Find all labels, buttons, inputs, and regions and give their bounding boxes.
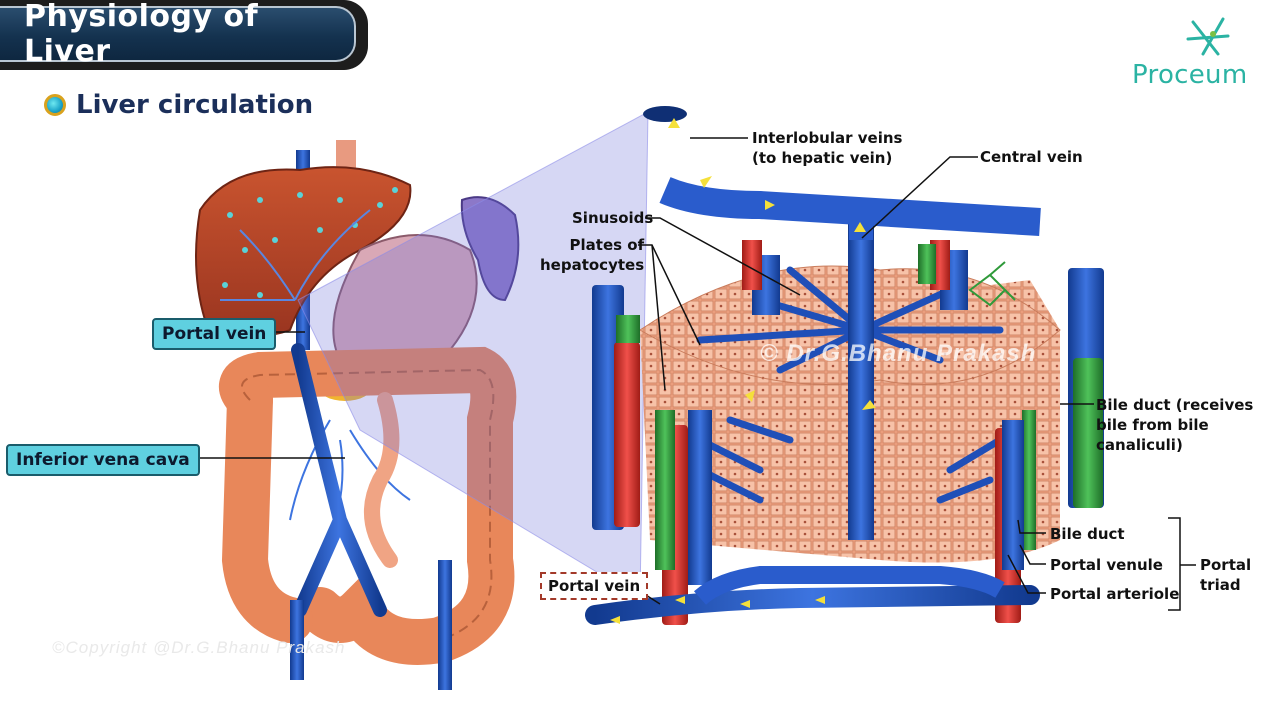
bullet-icon — [44, 94, 66, 116]
label-portal-venule: Portal venule — [1050, 556, 1163, 574]
label-portal-vein: Portal vein — [152, 318, 277, 350]
label-bile-duct-rec-line2: bile from bile — [1096, 416, 1209, 434]
label-plates-line2: hepatocytes — [540, 256, 645, 274]
label-bile-duct-rec-line3: canaliculi) — [1096, 436, 1183, 454]
label-plates-of-hepatocytes: Plates of hepatocytes — [540, 235, 644, 275]
copyright-watermark: ©Copyright @Dr.G.Bhanu Prakash — [52, 638, 346, 657]
label-bile-duct-rec-line1: Bile duct (receives — [1096, 396, 1254, 414]
label-interlobular-line1: Interlobular veins — [752, 129, 903, 147]
label-portal-vein-box: Portal vein — [540, 572, 649, 600]
label-interlobular-line2: (to hepatic vein) — [752, 149, 893, 167]
center-watermark: © Dr.G.Bhanu Prakash — [760, 340, 1037, 367]
label-bile-duct-receives: Bile duct (receives bile from bile canal… — [1096, 395, 1253, 455]
logo-text: Proceum — [1132, 60, 1248, 90]
proceum-logo: Proceum — [1128, 14, 1268, 94]
label-portal-triad: Portal triad — [1200, 555, 1251, 595]
section-heading: Liver circulation — [44, 90, 313, 120]
label-sinusoids: Sinusoids — [572, 209, 654, 227]
section-heading-text: Liver circulation — [76, 90, 314, 120]
label-portal-arteriole: Portal arteriole — [1050, 585, 1180, 603]
title-banner-inner: Physiology of Liver — [0, 0, 356, 69]
label-interlobular-veins: Interlobular veins (to hepatic vein) — [752, 128, 902, 168]
page-title: Physiology of Liver — [24, 0, 259, 69]
label-bile-duct: Bile duct — [1050, 525, 1125, 543]
label-inferior-vena-cava: Inferior vena cava — [6, 444, 200, 476]
label-portal-triad-line1: Portal — [1200, 556, 1252, 574]
logo-star-icon — [1186, 17, 1230, 56]
title-banner: Physiology of Liver — [0, 0, 368, 70]
label-portal-triad-line2: triad — [1200, 576, 1241, 594]
label-plates-line1: Plates of — [569, 236, 645, 254]
label-central-vein: Central vein — [980, 148, 1083, 166]
